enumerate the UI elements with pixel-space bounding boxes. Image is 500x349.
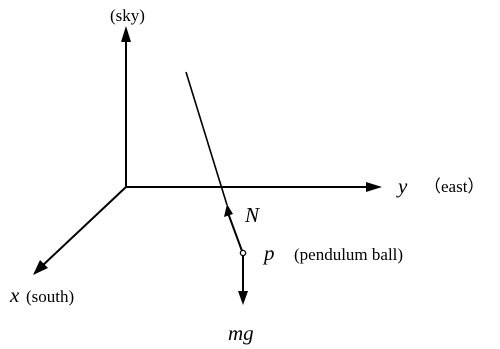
y-axis-arrowhead (366, 182, 382, 192)
x-axis-description: (south) (26, 287, 74, 306)
x-axis-arrowhead (33, 260, 48, 275)
ball-description: (pendulum ball) (294, 245, 403, 264)
ball-symbol: p (262, 241, 275, 265)
y-axis-description: （east） (424, 177, 484, 196)
gravity-arrowhead (238, 291, 248, 305)
pendulum-ball (239, 249, 247, 257)
x-axis-line (41, 186, 127, 267)
normal-force-arrowhead (224, 204, 233, 217)
z-axis-label: (sky) (110, 6, 145, 25)
pendulum-string (185, 71, 228, 206)
x-axis-symbol: x (9, 283, 20, 307)
normal-force-label: N (244, 203, 260, 227)
normal-force-arrow-line (227, 212, 243, 252)
gravity-label: mg (228, 321, 254, 345)
y-axis-symbol: y (396, 174, 408, 198)
z-axis-arrowhead (121, 26, 131, 42)
